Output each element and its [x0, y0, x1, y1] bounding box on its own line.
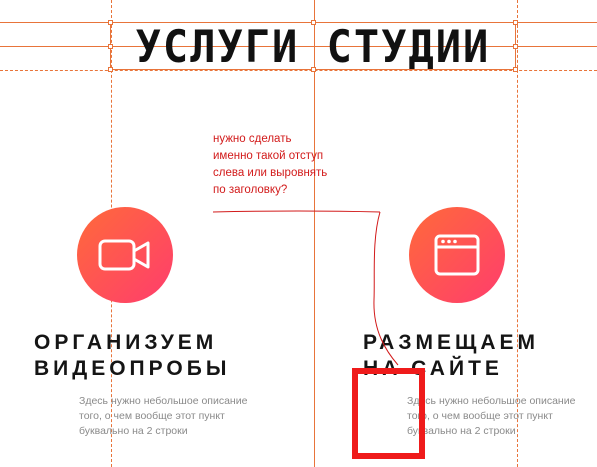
service-title-video: ОРГАНИЗУЕМ ВИДЕОПРОБЫ	[34, 330, 294, 382]
selection-handle-top-center[interactable]	[311, 20, 316, 25]
selection-handle-bottom-left[interactable]	[108, 67, 113, 72]
annotation-line: именно такой отступ	[213, 150, 324, 162]
selection-handle-bottom-right[interactable]	[513, 67, 518, 72]
selection-handle-top-right[interactable]	[513, 20, 518, 25]
annotation-line: слева или выровнять	[213, 167, 328, 179]
review-annotation-text: нужно сделать именно такой отступ слева …	[213, 131, 388, 199]
highlight-box	[352, 368, 425, 459]
service-title-line: ВИДЕОПРОБЫ	[34, 357, 231, 380]
annotation-line: по заголовку?	[213, 184, 288, 196]
selection-handle-middle-left[interactable]	[108, 44, 113, 49]
service-icon-circle-website	[409, 207, 505, 303]
service-desc-line: буквально на 2 строки	[79, 425, 188, 437]
selection-handle-top-left[interactable]	[108, 20, 113, 25]
service-desc-video: Здесь нужно небольшое описание того, о ч…	[79, 394, 269, 439]
service-desc-line: того, о чем вообще этот пункт	[79, 410, 225, 422]
service-icon-circle-video	[77, 207, 173, 303]
service-title-line: ОРГАНИЗУЕМ	[34, 331, 218, 354]
annotation-line: нужно сделать	[213, 133, 292, 145]
service-desc-line: буквально на 2 строки	[407, 425, 516, 437]
service-desc-line: Здесь нужно небольшое описание	[407, 395, 576, 407]
service-desc-line: Здесь нужно небольшое описание	[79, 395, 248, 407]
selection-handle-middle-right[interactable]	[513, 44, 518, 49]
browser-window-icon	[434, 234, 480, 276]
selection-handle-bottom-center[interactable]	[311, 67, 316, 72]
service-title-line: РАЗМЕЩАЕМ	[363, 331, 540, 354]
video-camera-icon	[98, 239, 150, 271]
service-desc-line: того, о чем вообще этот пункт	[407, 410, 553, 422]
title-selection-box[interactable]	[108, 20, 518, 72]
page-title: УСЛУГИ СТУДИИ	[135, 20, 491, 72]
service-title-line: НА САЙТЕ	[363, 357, 503, 380]
service-title-website: РАЗМЕЩАЕМ НА САЙТЕ	[363, 330, 593, 382]
service-desc-website: Здесь нужно небольшое описание того, о ч…	[407, 394, 597, 439]
